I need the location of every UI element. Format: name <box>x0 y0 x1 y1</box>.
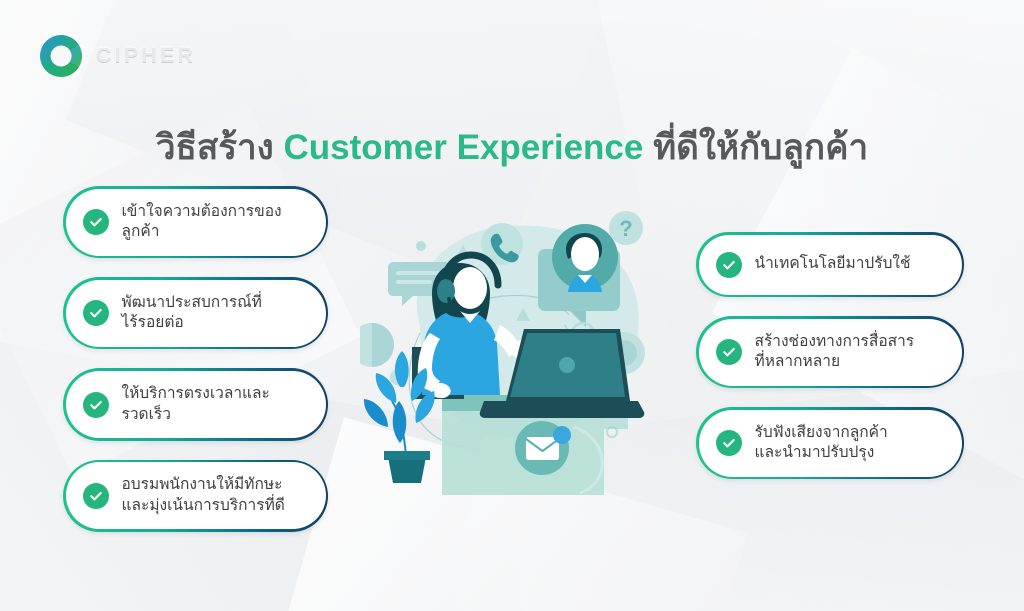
check-circle-icon <box>82 391 109 418</box>
list-item[interactable]: พัฒนาประสบการณ์ที่ ไร้รอยต่อ <box>63 277 328 350</box>
support-agent <box>417 251 534 399</box>
phone-icon <box>481 223 523 265</box>
swoosh-shape <box>573 425 604 495</box>
title-highlight: Customer Experience <box>283 128 644 168</box>
list-item[interactable]: เข้าใจความต้องการของ ลูกค้า <box>63 186 328 259</box>
right-item-list: นำเทคโนโลยีมาปรับใช้ สร้างช่องทางการสื่อ… <box>696 232 964 498</box>
check-circle-icon <box>715 430 742 457</box>
list-item[interactable]: รับฟังเสียงจากลูกค้า และนำมาปรับปรุง <box>696 407 964 480</box>
potted-plant <box>363 351 435 483</box>
cipher-c-logo-icon <box>38 33 84 79</box>
page-title: วิธีสร้าง Customer Experience ที่ดีให้กั… <box>0 127 1024 169</box>
customer-support-agent-illustration: ? <box>360 205 670 505</box>
list-item[interactable]: อบรมพนักงานให้มีทักษะ และมุ่งเน้นการบริก… <box>63 459 328 532</box>
list-item-label: นำเทคโนโลยีมาปรับใช้ <box>754 255 911 273</box>
svg-text:?: ? <box>619 216 632 241</box>
check-circle-icon <box>82 209 109 236</box>
check-circle-icon <box>82 482 109 509</box>
check-circle-icon <box>82 300 109 327</box>
left-item-list: เข้าใจความต้องการของ ลูกค้า พัฒนาประสบกา… <box>63 186 328 551</box>
list-item-label: อบรมพนักงานให้มีทักษะ และมุ่งเน้นการบริก… <box>121 476 285 514</box>
list-item[interactable]: นำเทคโนโลยีมาปรับใช้ <box>696 232 964 297</box>
list-item-label: ให้บริการตรงเวลาและ รวดเร็ว <box>121 384 270 423</box>
brand-logo: CIPHER <box>38 33 196 79</box>
check-circle-icon <box>715 251 742 278</box>
list-item-label: พัฒนาประสบการณ์ที่ ไร้รอยต่อ <box>121 293 262 332</box>
laptop <box>479 329 645 418</box>
email-envelope-icon <box>515 421 571 475</box>
check-circle-icon <box>715 339 742 366</box>
list-item[interactable]: สร้างช่องทางการสื่อสาร ที่หลากหลาย <box>696 316 964 389</box>
list-item-label: เข้าใจความต้องการของ ลูกค้า <box>121 202 282 241</box>
list-item[interactable]: ให้บริการตรงเวลาและ รวดเร็ว <box>63 368 328 441</box>
title-part-2: ที่ดีให้กับลูกค้า <box>643 128 869 168</box>
list-item-label: สร้างช่องทางการสื่อสาร ที่หลากหลาย <box>754 332 915 371</box>
brand-wordmark: CIPHER <box>96 44 197 67</box>
list-item-label: รับฟังเสียงจากลูกค้า และนำมาปรับปรุง <box>754 423 888 462</box>
customer-avatar: ? <box>552 211 643 292</box>
title-part-1: วิธีสร้าง <box>155 128 284 168</box>
